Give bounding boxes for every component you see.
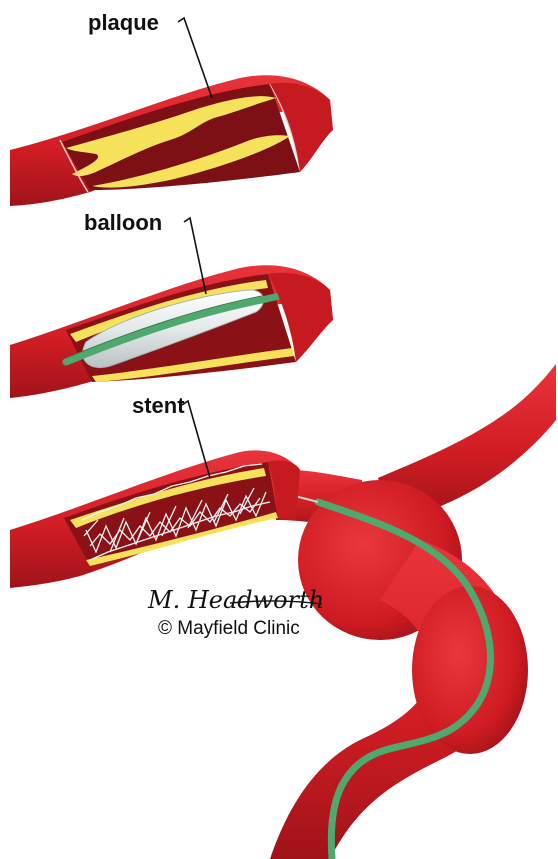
plaque-panel [10, 75, 333, 206]
stent-label: stent [132, 393, 185, 418]
balloon-label: balloon [84, 210, 162, 235]
labels: plaque balloon stent [84, 10, 212, 478]
plaque-label: plaque [88, 10, 159, 35]
stent-panel [10, 450, 300, 588]
credit: M. Headworth © Mayfield Clinic [147, 586, 324, 639]
plaque-leader [178, 18, 212, 98]
copyright-text: © Mayfield Clinic [158, 618, 300, 639]
artist-signature: M. Headworth [147, 586, 324, 614]
balloon-panel [10, 265, 333, 398]
